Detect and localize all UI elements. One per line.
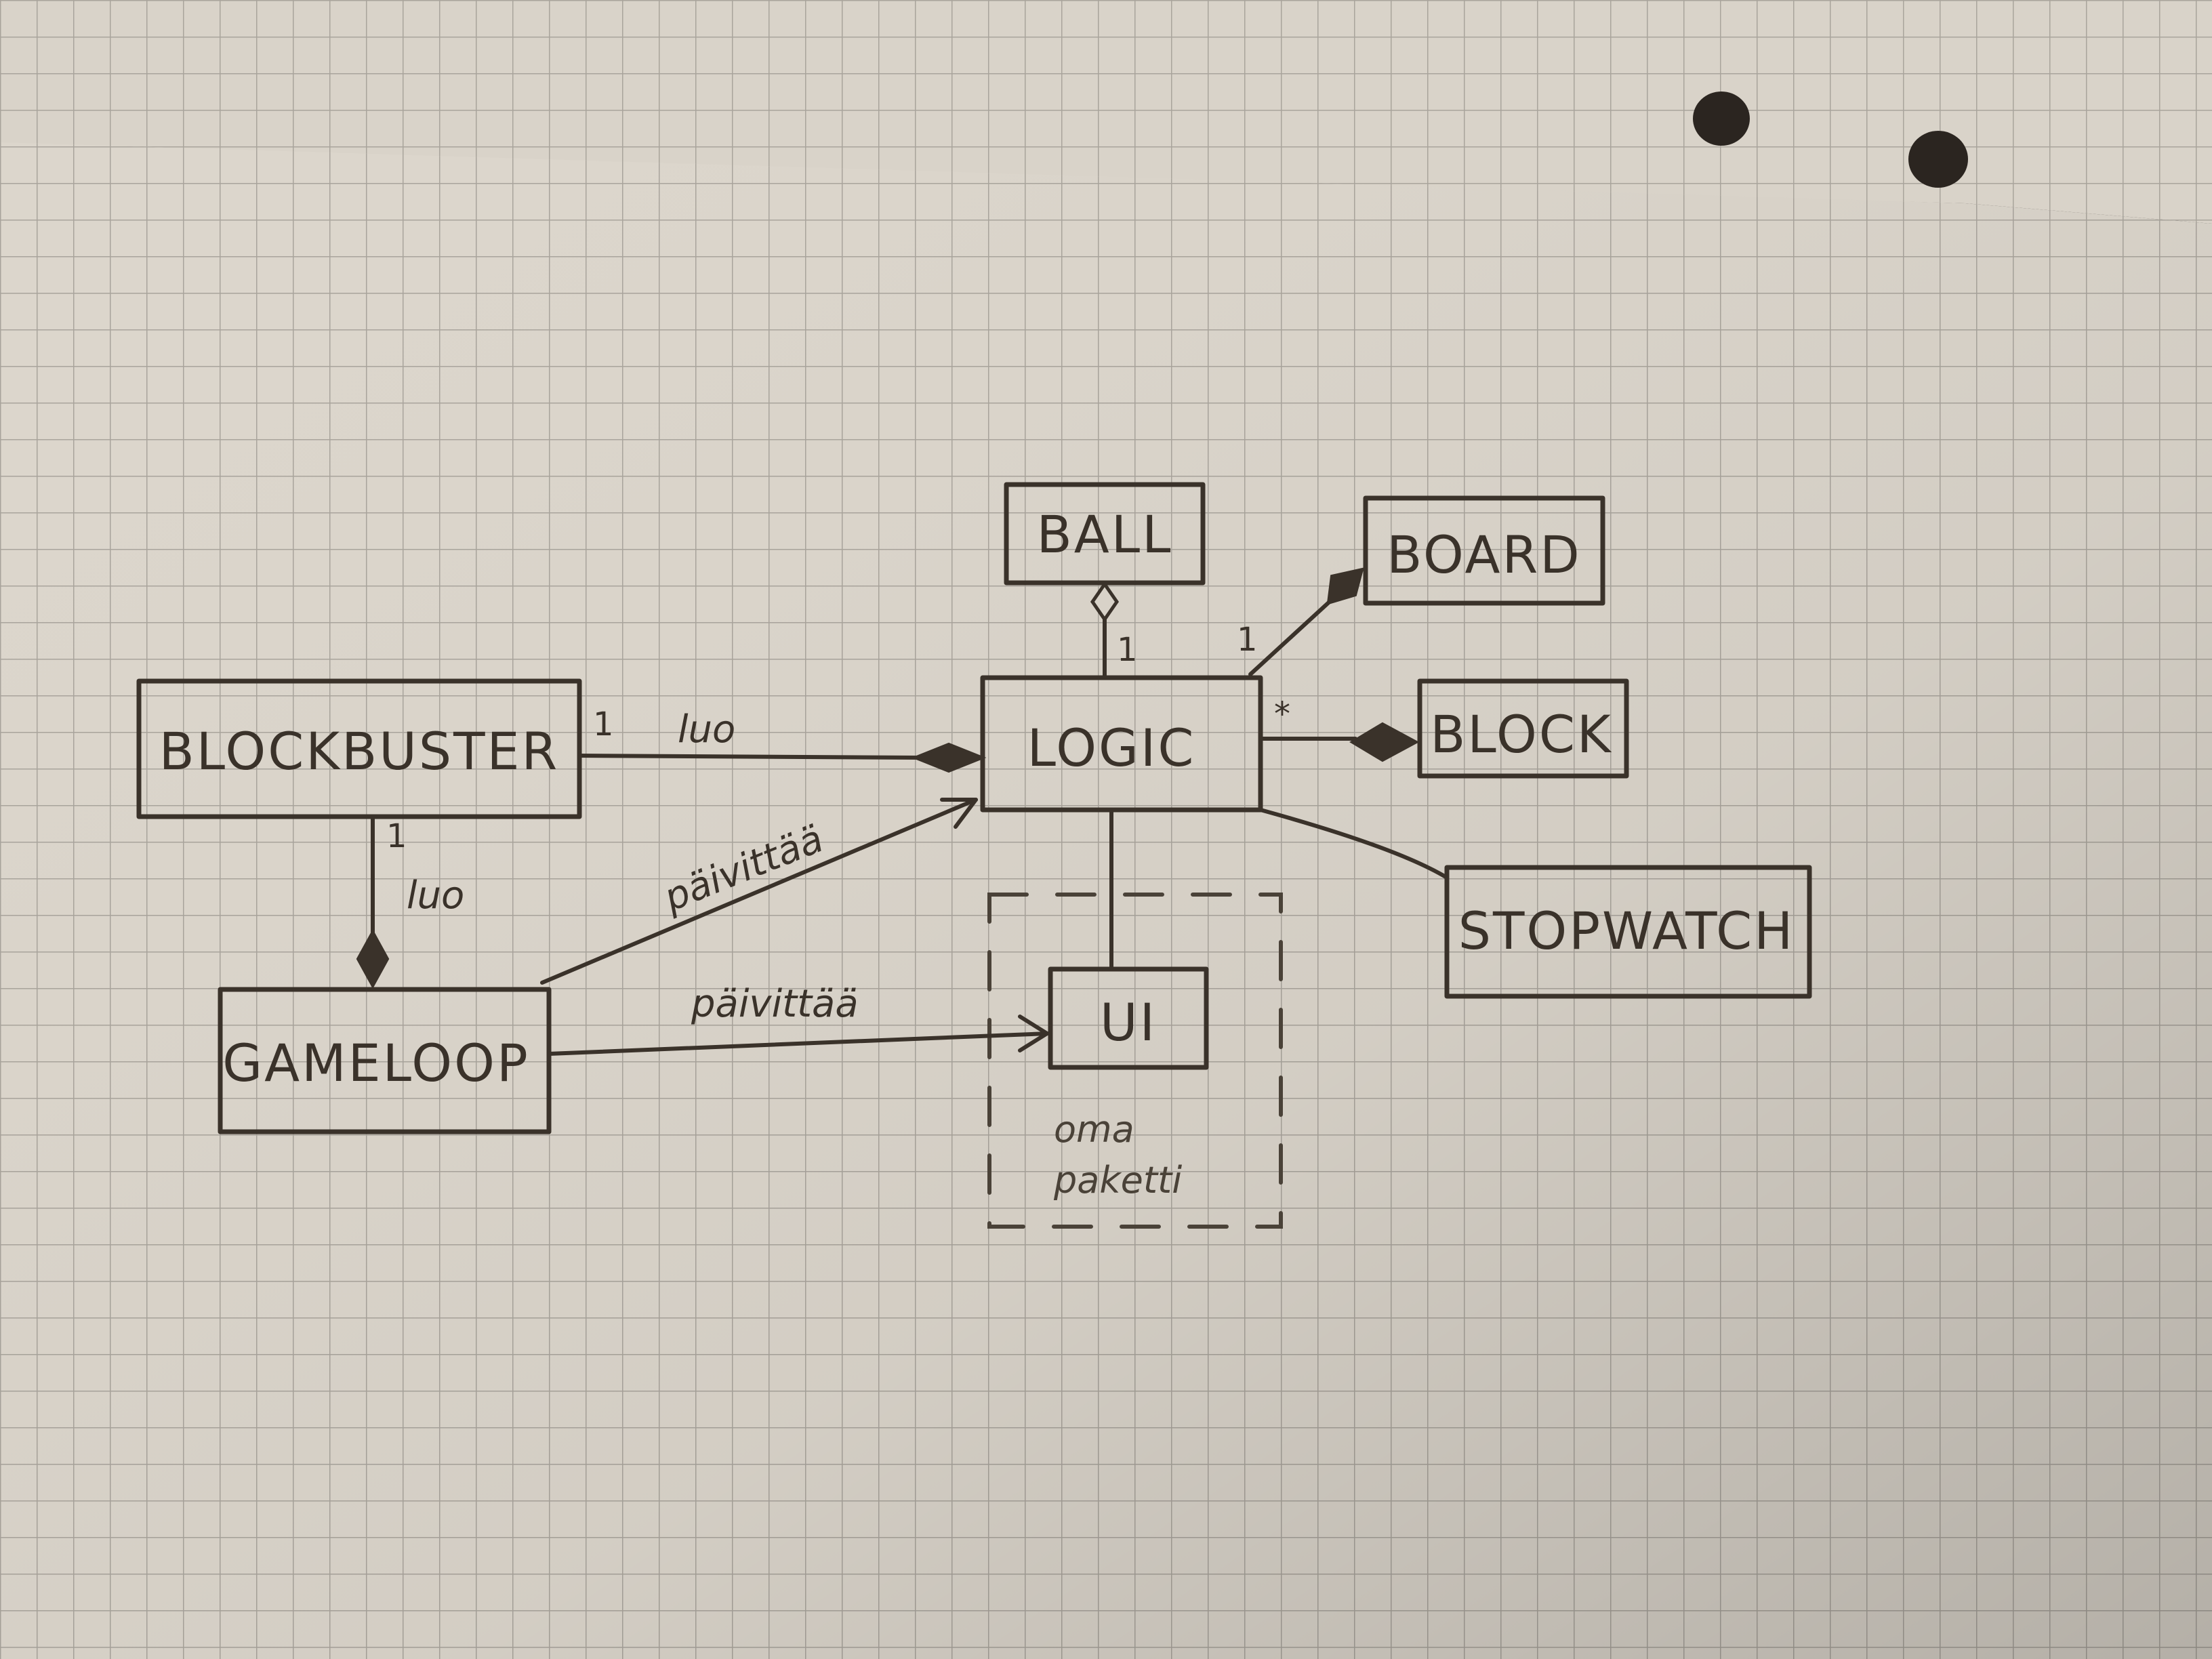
aggregation-diamond-icon [1090, 581, 1120, 623]
composition-diamond-icon [911, 742, 987, 773]
class-gameloop-label: GAMELOOP [222, 1033, 530, 1093]
class-ball-label: BALL [1037, 504, 1173, 565]
mult-blockbuster-gameloop: 1 [386, 817, 407, 855]
class-ui-label: UI [1100, 992, 1157, 1052]
punch-hole-icon [1908, 131, 1968, 188]
class-board-label: BOARD [1387, 525, 1582, 585]
association-logic-stopwatch [1258, 808, 1449, 880]
paper-sheet [0, 142, 2212, 1659]
label-blockbuster-gameloop: luo [407, 874, 464, 918]
package-boundary [987, 893, 1283, 1229]
class-blockbuster[interactable]: BLOCKBUSTER [136, 678, 582, 819]
package-note-line2: paketti [1053, 1159, 1182, 1202]
association-logic-board: 1 [1237, 567, 1364, 676]
mult-logic-ball: 1 [1117, 631, 1138, 669]
arrowhead-icon [1018, 1015, 1049, 1052]
class-stopwatch-label: STOPWATCH [1458, 901, 1795, 961]
label-blockbuster-logic: luo [678, 708, 735, 752]
composition-diamond-icon [1326, 567, 1364, 605]
association-logic-block: * [1258, 695, 1420, 762]
class-logic[interactable]: LOGIC [980, 675, 1263, 813]
class-gameloop[interactable]: GAMELOOP [218, 987, 552, 1134]
package-note-line1: oma [1054, 1108, 1134, 1151]
class-ui[interactable]: UI [1048, 966, 1209, 1070]
class-blockbuster-label: BLOCKBUSTER [159, 721, 560, 781]
back-sheet [0, 0, 2212, 224]
punch-hole-icon [1693, 91, 1750, 146]
class-board[interactable]: BOARD [1363, 495, 1605, 606]
class-logic-label: LOGIC [1027, 718, 1196, 778]
mult-logic-block: * [1274, 695, 1290, 733]
mult-blockbuster-logic: 1 [593, 705, 614, 743]
composition-diamond-icon [356, 928, 390, 989]
class-block[interactable]: BLOCK [1417, 678, 1629, 779]
association-blockbuster-gameloop: 1 luo [356, 815, 464, 989]
arrowhead-icon [940, 798, 978, 829]
label-gameloop-ui: päivittää [691, 982, 859, 1026]
association-logic-ball: 1 [1090, 581, 1138, 680]
class-stopwatch[interactable]: STOPWATCH [1444, 865, 1812, 999]
association-gameloop-ui: päivittää [547, 982, 1049, 1056]
association-blockbuster-logic: 1 luo [577, 705, 987, 773]
class-block-label: BLOCK [1430, 704, 1613, 764]
composition-diamond-icon [1349, 722, 1420, 762]
package-note: oma paketti [1053, 1108, 1182, 1202]
mult-logic-board: 1 [1237, 621, 1258, 659]
